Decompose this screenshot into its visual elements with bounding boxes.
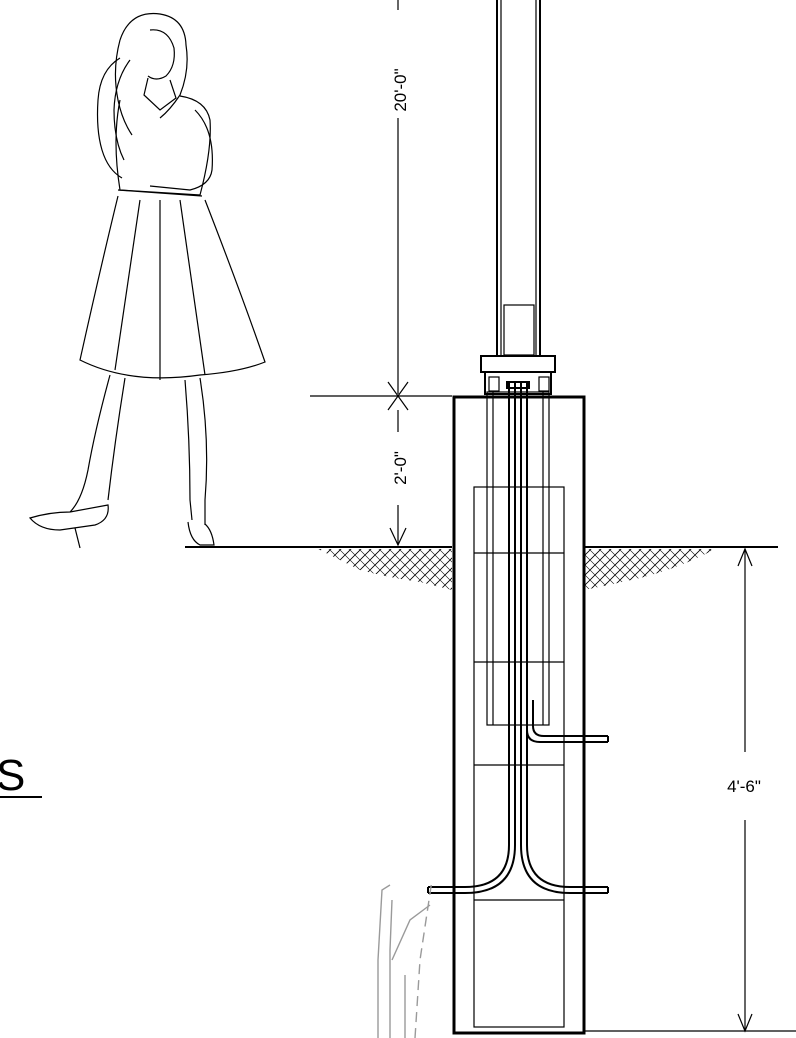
conduit-sweep-right-lower [520, 844, 609, 894]
dimension-base-exposure: 2'-0" [389, 410, 410, 547]
handhole [503, 304, 535, 356]
conduit-sweep-right-upper [526, 700, 609, 743]
concrete-foundation [452, 391, 586, 1035]
dimension-pole-height: 20'-0" [391, 0, 410, 394]
soil-hatch-left [318, 549, 452, 590]
dimension-label-base-exposure: 2'-0" [391, 451, 410, 485]
partial-label: S [0, 751, 42, 800]
conduit-sweep-left-lower [427, 844, 516, 894]
dimension-label-pole-height: 20'-0" [391, 68, 410, 111]
dimension-extension-foundation-top [310, 381, 452, 411]
woman-silhouette-figure [28, 12, 266, 549]
conduit-center [506, 381, 530, 845]
partial-label-text: S [0, 751, 25, 800]
dimension-label-embedment-depth: 4'-6" [727, 777, 761, 796]
base-plate [480, 355, 556, 395]
hidden-structure [377, 879, 433, 1038]
dimension-embedment-depth: 4'-6" [584, 547, 796, 1033]
soil-hatch-right [584, 549, 715, 590]
pole-shaft [496, 0, 541, 356]
